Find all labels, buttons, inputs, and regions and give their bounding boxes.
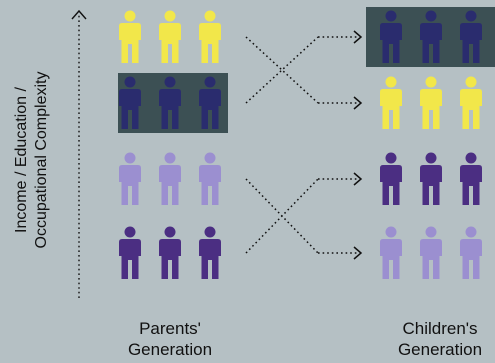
mobility-arrow (245, 36, 363, 110)
y-axis-label: Income / Education / Occupational Comple… (12, 30, 72, 290)
parent-person-icon (119, 10, 141, 63)
children-label-line1: Children's (402, 319, 478, 338)
axis-arrowhead (71, 9, 87, 20)
child-person-icon (420, 76, 442, 129)
child-person-icon (420, 226, 442, 279)
parent-person-icon (199, 10, 221, 63)
parents-label-line2: Generation (127, 340, 213, 359)
parent-person-icon (119, 152, 141, 205)
parent-person-icon (199, 152, 221, 205)
child-person-icon (380, 76, 402, 129)
child-person-icon (460, 76, 482, 129)
parents-generation-label: Parents' Generation (105, 318, 235, 360)
child-person-icon (380, 226, 402, 279)
parent-person-icon (119, 226, 141, 279)
children-label-line2: Generation (397, 340, 483, 359)
mobility-arrow (245, 30, 363, 104)
children-generation-label: Children's Generation (375, 318, 495, 360)
y-axis-label-line2: Occupational Complexity (33, 71, 50, 249)
vertical-axis (71, 9, 87, 298)
parent-person-icon (159, 226, 181, 279)
child-person-icon (420, 152, 442, 205)
child-person-icon (460, 226, 482, 279)
parent-person-icon (159, 152, 181, 205)
child-person-icon (380, 152, 402, 205)
parents-label-line1: Parents' (139, 319, 201, 338)
mobility-arrow (245, 172, 363, 254)
child-person-icon (460, 152, 482, 205)
parent-person-icon (159, 10, 181, 63)
y-axis-label-line1: Income / Education / (13, 87, 30, 233)
parent-person-icon (199, 226, 221, 279)
mobility-arrow (245, 178, 363, 260)
